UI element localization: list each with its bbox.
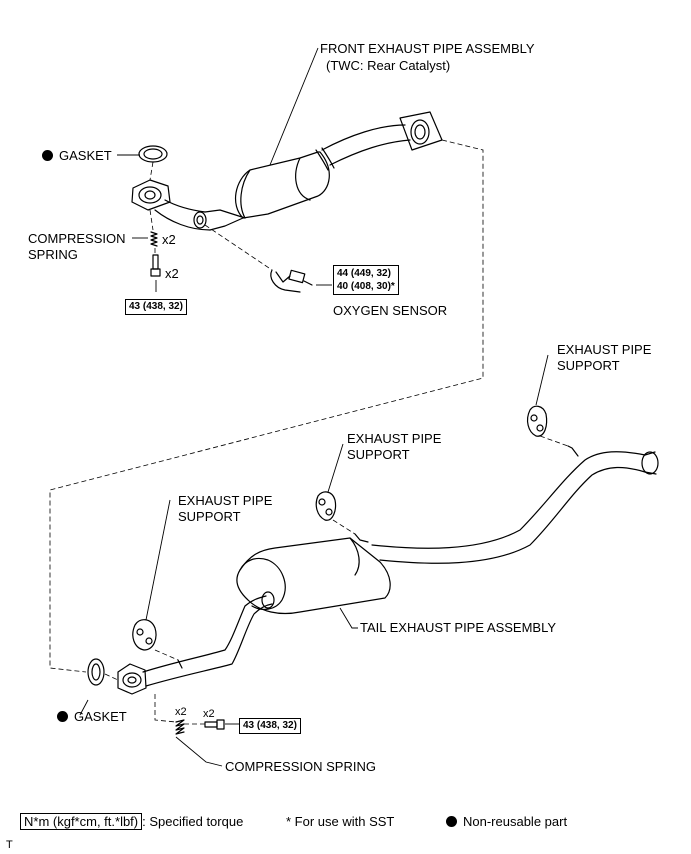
oxygen-torque-2: 40 (408, 30)* <box>337 281 395 292</box>
x2-bolt-top: x2 <box>165 266 179 281</box>
front-pipe-label: FRONT EXHAUST PIPE ASSEMBLY <box>320 41 535 56</box>
compression-spring-top-label: COMPRESSION <box>28 231 126 246</box>
support-left-label: EXHAUST PIPE <box>178 493 273 508</box>
bolt-bottom <box>204 719 225 730</box>
non-reusable-dot <box>42 150 53 161</box>
gasket-top-label: GASKET <box>42 148 112 163</box>
support-mid-label-2: SUPPORT <box>347 447 410 462</box>
gasket-bottom-label: GASKET <box>57 709 127 724</box>
oxygen-torque-1: 44 (449, 32) <box>337 268 391 279</box>
leader-lines <box>79 47 549 767</box>
legend-non-reusable: Non-reusable part <box>446 814 567 830</box>
legend-torque: N*m (kgf*cm, ft.*lbf): Specified torque <box>20 813 244 830</box>
exhaust-pipe-support-right <box>526 405 548 437</box>
oxygen-torque-box: 44 (449, 32) 40 (408, 30)* <box>333 265 399 295</box>
compression-spring-top-label-2: SPRING <box>28 247 78 262</box>
bolt-top <box>150 254 161 277</box>
legend-sst: * For use with SST <box>286 814 395 829</box>
non-reusable-dot <box>57 711 68 722</box>
tail-pipe-label: TAIL EXHAUST PIPE ASSEMBLY <box>360 620 557 635</box>
exhaust-pipe-support-mid <box>315 491 337 521</box>
alignment-lines <box>49 139 569 725</box>
compression-spring-top <box>150 231 158 247</box>
compression-spring-bottom-label: COMPRESSION SPRING <box>225 759 376 774</box>
support-right-label-2: SUPPORT <box>557 358 620 373</box>
torque-top-box: 43 (438, 32) <box>125 299 187 315</box>
support-left-label-2: SUPPORT <box>178 509 241 524</box>
legend-torque-desc: : Specified torque <box>142 814 244 829</box>
footer-mark: T <box>6 839 13 851</box>
tail-exhaust-pipe <box>117 445 659 695</box>
gasket-bottom <box>87 658 105 686</box>
legend-torque-unit: N*m (kgf*cm, ft.*lbf) <box>20 813 143 830</box>
support-mid-label: EXHAUST PIPE <box>347 431 442 446</box>
support-right-label: EXHAUST PIPE <box>557 342 652 357</box>
x2-spring-bottom: x2 <box>175 706 187 718</box>
front-pipe-sublabel: (TWC: Rear Catalyst) <box>326 58 451 73</box>
gasket-top <box>138 145 168 163</box>
exhaust-pipe-support-left <box>132 619 157 651</box>
compression-spring-bottom <box>175 719 185 735</box>
x2-spring-top: x2 <box>162 232 176 247</box>
oxygen-sensor-label: OXYGEN SENSOR <box>333 303 448 318</box>
torque-bottom-box: 43 (438, 32) <box>239 718 301 734</box>
non-reusable-dot <box>446 816 457 827</box>
oxygen-sensor <box>270 269 313 293</box>
front-exhaust-pipe <box>131 111 443 231</box>
x2-bolt-bottom: x2 <box>203 708 215 720</box>
